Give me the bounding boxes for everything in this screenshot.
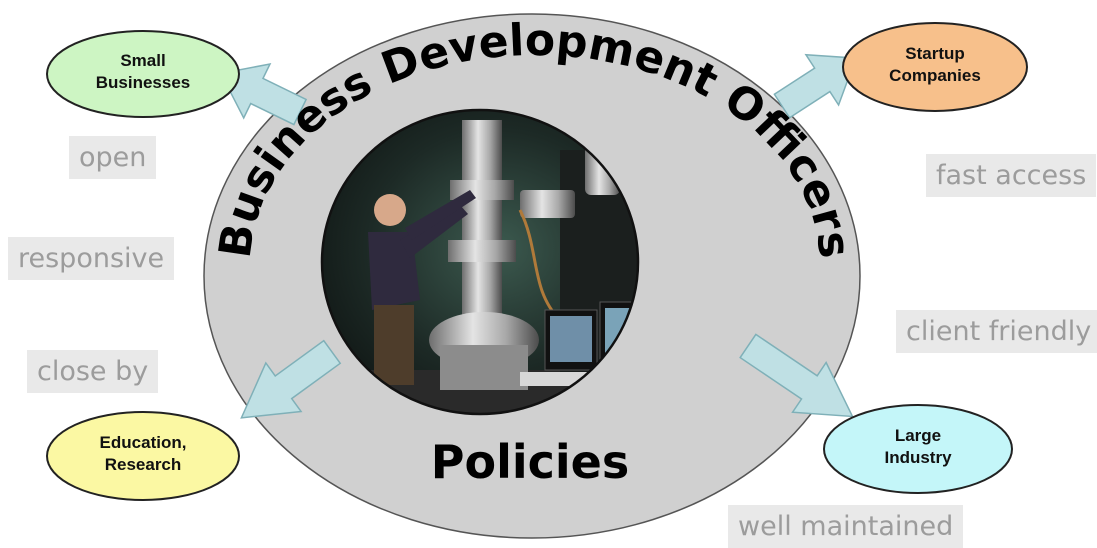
arrow-to-small-businesses [219,62,308,126]
node-small-businesses-line1: Small [120,51,165,70]
tag-responsive: responsive [8,237,175,280]
node-startup-companies-line1: Startup [905,44,965,63]
tag-client-friendly: client friendly [896,310,1097,353]
node-startup-companies-line2: Companies [889,66,981,85]
tag-close-by: close by [27,350,159,393]
node-large-industry: Large Industry [823,404,1013,494]
node-startup-companies: Startup Companies [842,22,1028,112]
node-large-industry-line2: Industry [884,448,952,467]
ring-bottom-text: Policies [431,435,629,489]
node-large-industry-line1: Large [895,426,941,445]
node-education-research-line2: Research [105,455,182,474]
tag-fast-access: fast access [926,154,1097,197]
tag-well-maintained: well maintained [728,505,964,548]
node-education-research: Education, Research [46,411,240,501]
arrow-to-education-research [240,339,342,419]
lab-photo [322,110,638,414]
node-education-research-line1: Education, [100,433,187,452]
tag-open: open [69,136,157,179]
node-small-businesses-line2: Businesses [96,73,191,92]
node-small-businesses: Small Businesses [46,30,240,118]
arrow-to-large-industry [739,333,854,418]
